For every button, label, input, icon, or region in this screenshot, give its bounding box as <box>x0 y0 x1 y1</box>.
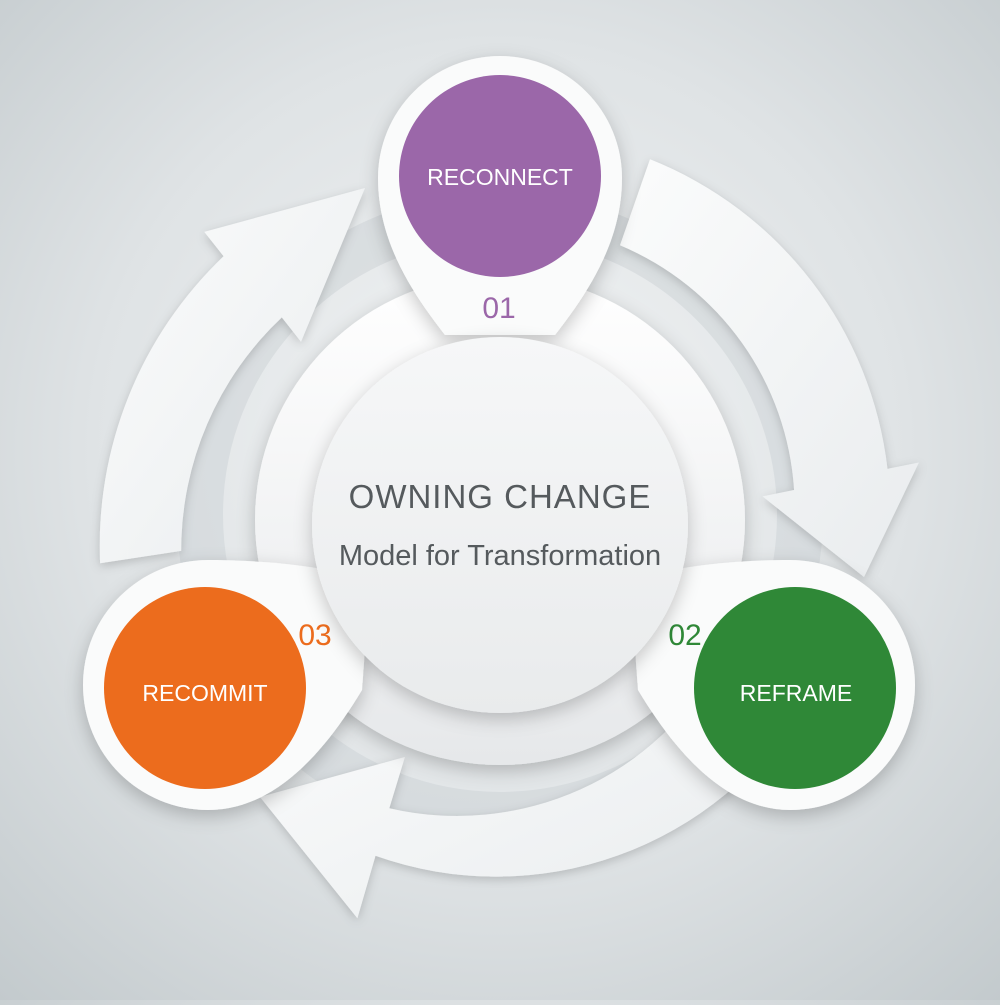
step-01-circle[interactable] <box>399 75 601 277</box>
step-03-number: 03 <box>298 619 331 652</box>
step-02-circle[interactable] <box>694 587 896 789</box>
step-01-label: RECONNECT <box>427 164 573 190</box>
center-subtitle: Model for Transformation <box>339 540 661 572</box>
step-02-number: 02 <box>668 619 701 652</box>
step-02-label: REFRAME <box>740 680 852 706</box>
cycle-arrows <box>99 159 919 919</box>
step-01-node: RECONNECT 01 <box>378 56 622 335</box>
step-01-number: 01 <box>482 292 515 325</box>
step-03-circle[interactable] <box>104 587 306 789</box>
arrow-bottom-left <box>260 658 806 919</box>
arrow-left-up <box>99 188 365 564</box>
arrow-right-down <box>620 159 919 578</box>
step-03-label: RECOMMIT <box>142 680 267 706</box>
center-title: OWNING CHANGE <box>349 478 652 515</box>
center-disc <box>312 337 688 713</box>
step-02-node: REFRAME 02 <box>630 560 915 810</box>
step-03-node: RECOMMIT 03 <box>83 560 370 810</box>
